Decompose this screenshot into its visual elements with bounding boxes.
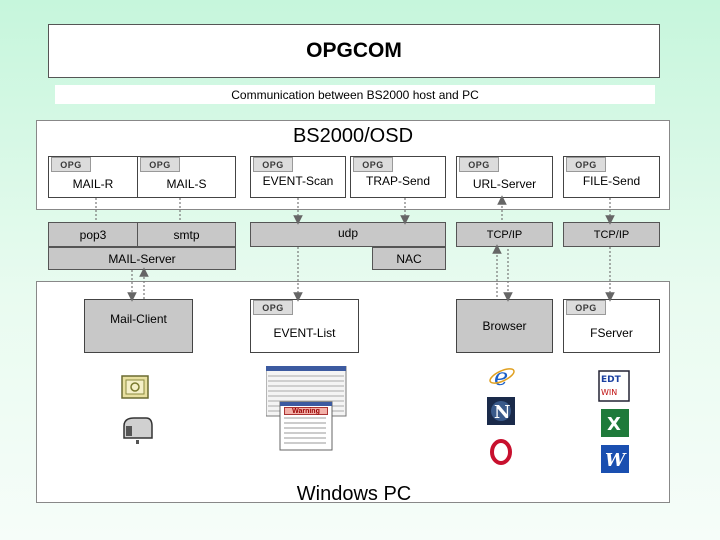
tcpip-box-2: TCP/IP [563, 222, 660, 247]
file-send-box: OPG FILE-Send [563, 156, 660, 198]
mail-client-label: Mail-Client [110, 312, 167, 326]
pop3-box: pop3 [48, 222, 138, 247]
netscape-icon: N [486, 396, 516, 426]
svg-text:EDT: EDT [601, 375, 622, 385]
edit-win-icon: EDT WIN [598, 370, 630, 402]
opg-logo-icon: OPG [566, 157, 606, 172]
pop3-label: pop3 [79, 227, 107, 242]
nac-label: NAC [396, 251, 422, 266]
event-list-box: OPG EVENT-List [250, 299, 359, 353]
udp-label: udp [337, 226, 359, 240]
opg-logo-icon: OPG [253, 157, 293, 172]
word-icon: W [600, 444, 630, 474]
smtp-label: smtp [173, 227, 200, 242]
file-send-label: FILE-Send [582, 174, 641, 188]
trap-send-label: TRAP-Send [365, 174, 431, 188]
mail-s-label: MAIL-S [166, 177, 207, 191]
opg-logo-icon: OPG [51, 157, 91, 172]
browser-box: Browser [456, 299, 553, 353]
nac-box: NAC [372, 247, 446, 270]
browser-label: Browser [482, 319, 527, 333]
trap-send-box: OPG TRAP-Send [350, 156, 446, 198]
opg-logo-icon: OPG [566, 300, 606, 315]
mail-server-label: MAIL-Server [108, 251, 176, 266]
event-list-label: EVENT-List [273, 326, 336, 340]
event-scan-label: EVENT-Scan [262, 174, 334, 188]
excel-icon: X [600, 408, 630, 438]
warning-label: Warning [284, 407, 328, 415]
svg-text:WIN: WIN [601, 388, 617, 397]
svg-text:W: W [605, 450, 627, 471]
windows-pc-label: Windows PC [296, 483, 412, 505]
tcpip-label-2: TCP/IP [593, 228, 630, 241]
tcpip-label-1: TCP/IP [486, 228, 523, 241]
opg-logo-icon: OPG [459, 157, 499, 172]
svg-text:N: N [494, 402, 510, 423]
url-server-box: OPG URL-Server [456, 156, 553, 198]
fserver-box: OPG FServer [563, 299, 660, 353]
outlook-express-icon [120, 372, 150, 402]
opg-logo-icon: OPG [140, 157, 180, 172]
event-scan-box: OPG EVENT-Scan [250, 156, 346, 198]
tcpip-box-1: TCP/IP [456, 222, 553, 247]
opera-icon [486, 436, 516, 466]
internet-explorer-icon: e [488, 362, 516, 390]
event-list-screenshot-icon: Warning [266, 366, 350, 452]
opg-logo-icon: OPG [253, 300, 293, 315]
mail-r-box: OPG MAIL-R [48, 156, 138, 198]
diagram-subtitle: Communication between BS2000 host and PC [55, 85, 655, 104]
mail-r-label: MAIL-R [72, 177, 114, 191]
mailbox-icon [120, 412, 154, 444]
mail-s-box: OPG MAIL-S [137, 156, 236, 198]
svg-text:X: X [607, 414, 621, 435]
smtp-box: smtp [137, 222, 236, 247]
opg-logo-icon: OPG [353, 157, 393, 172]
diagram-title: OPGCOM [48, 24, 660, 78]
mail-client-box: Mail-Client [84, 299, 193, 353]
fserver-label: FServer [590, 326, 633, 340]
url-server-label: URL-Server [472, 177, 537, 191]
bs2000-region-label: BS2000/OSD [292, 125, 414, 147]
udp-box: udp [250, 222, 446, 247]
